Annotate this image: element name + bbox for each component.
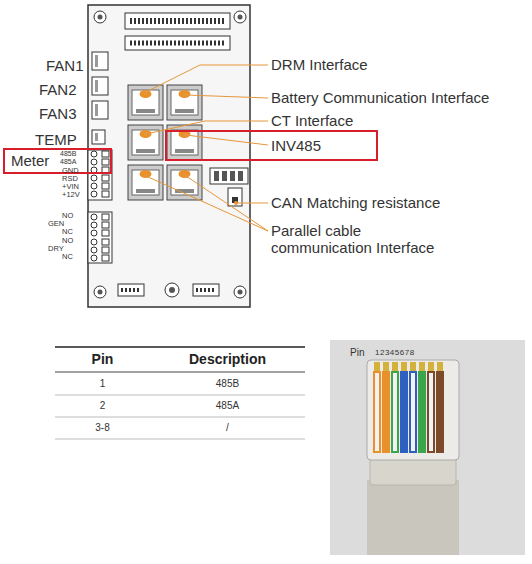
signal-name: 485B xyxy=(60,150,76,158)
callout-text: CAN Matching resistance xyxy=(271,194,440,211)
callout-text: Battery Communication Interface xyxy=(271,89,489,106)
signal-name: GEN xyxy=(48,220,64,229)
node-label: INV485 xyxy=(271,132,321,159)
table-cell: 2 xyxy=(55,400,150,412)
signal-name: +12V xyxy=(62,191,80,200)
signal-name: NC xyxy=(62,253,73,262)
signal-name: 485A xyxy=(60,158,76,166)
highlight-box: Meter xyxy=(3,148,112,174)
node-label: Meter xyxy=(11,150,49,172)
table-cell: 485A xyxy=(150,400,305,412)
callout-text: DRM Interface xyxy=(271,56,368,73)
callout-text: CT Interface xyxy=(271,112,353,129)
table-cell: 1 xyxy=(55,378,150,390)
signal-name: NC xyxy=(62,228,73,237)
callout-text: Parallel cable communication Interface xyxy=(271,222,449,257)
highlight-box: INV485 xyxy=(165,130,378,161)
table-header: Pin xyxy=(55,351,150,367)
port-name: FAN2 xyxy=(39,81,77,98)
table-cell: / xyxy=(150,422,305,434)
table-header: Description xyxy=(150,351,305,367)
table-cell: 3-8 xyxy=(55,422,150,434)
pin-numbers: 12345678 xyxy=(375,348,415,357)
port-name: FAN1 xyxy=(46,57,84,74)
signal-name: DRY xyxy=(48,245,64,254)
port-name: FAN3 xyxy=(39,105,77,122)
table-cell: 485B xyxy=(150,378,305,390)
photo-caption: Pin xyxy=(350,347,364,359)
port-name: TEMP xyxy=(35,131,77,148)
